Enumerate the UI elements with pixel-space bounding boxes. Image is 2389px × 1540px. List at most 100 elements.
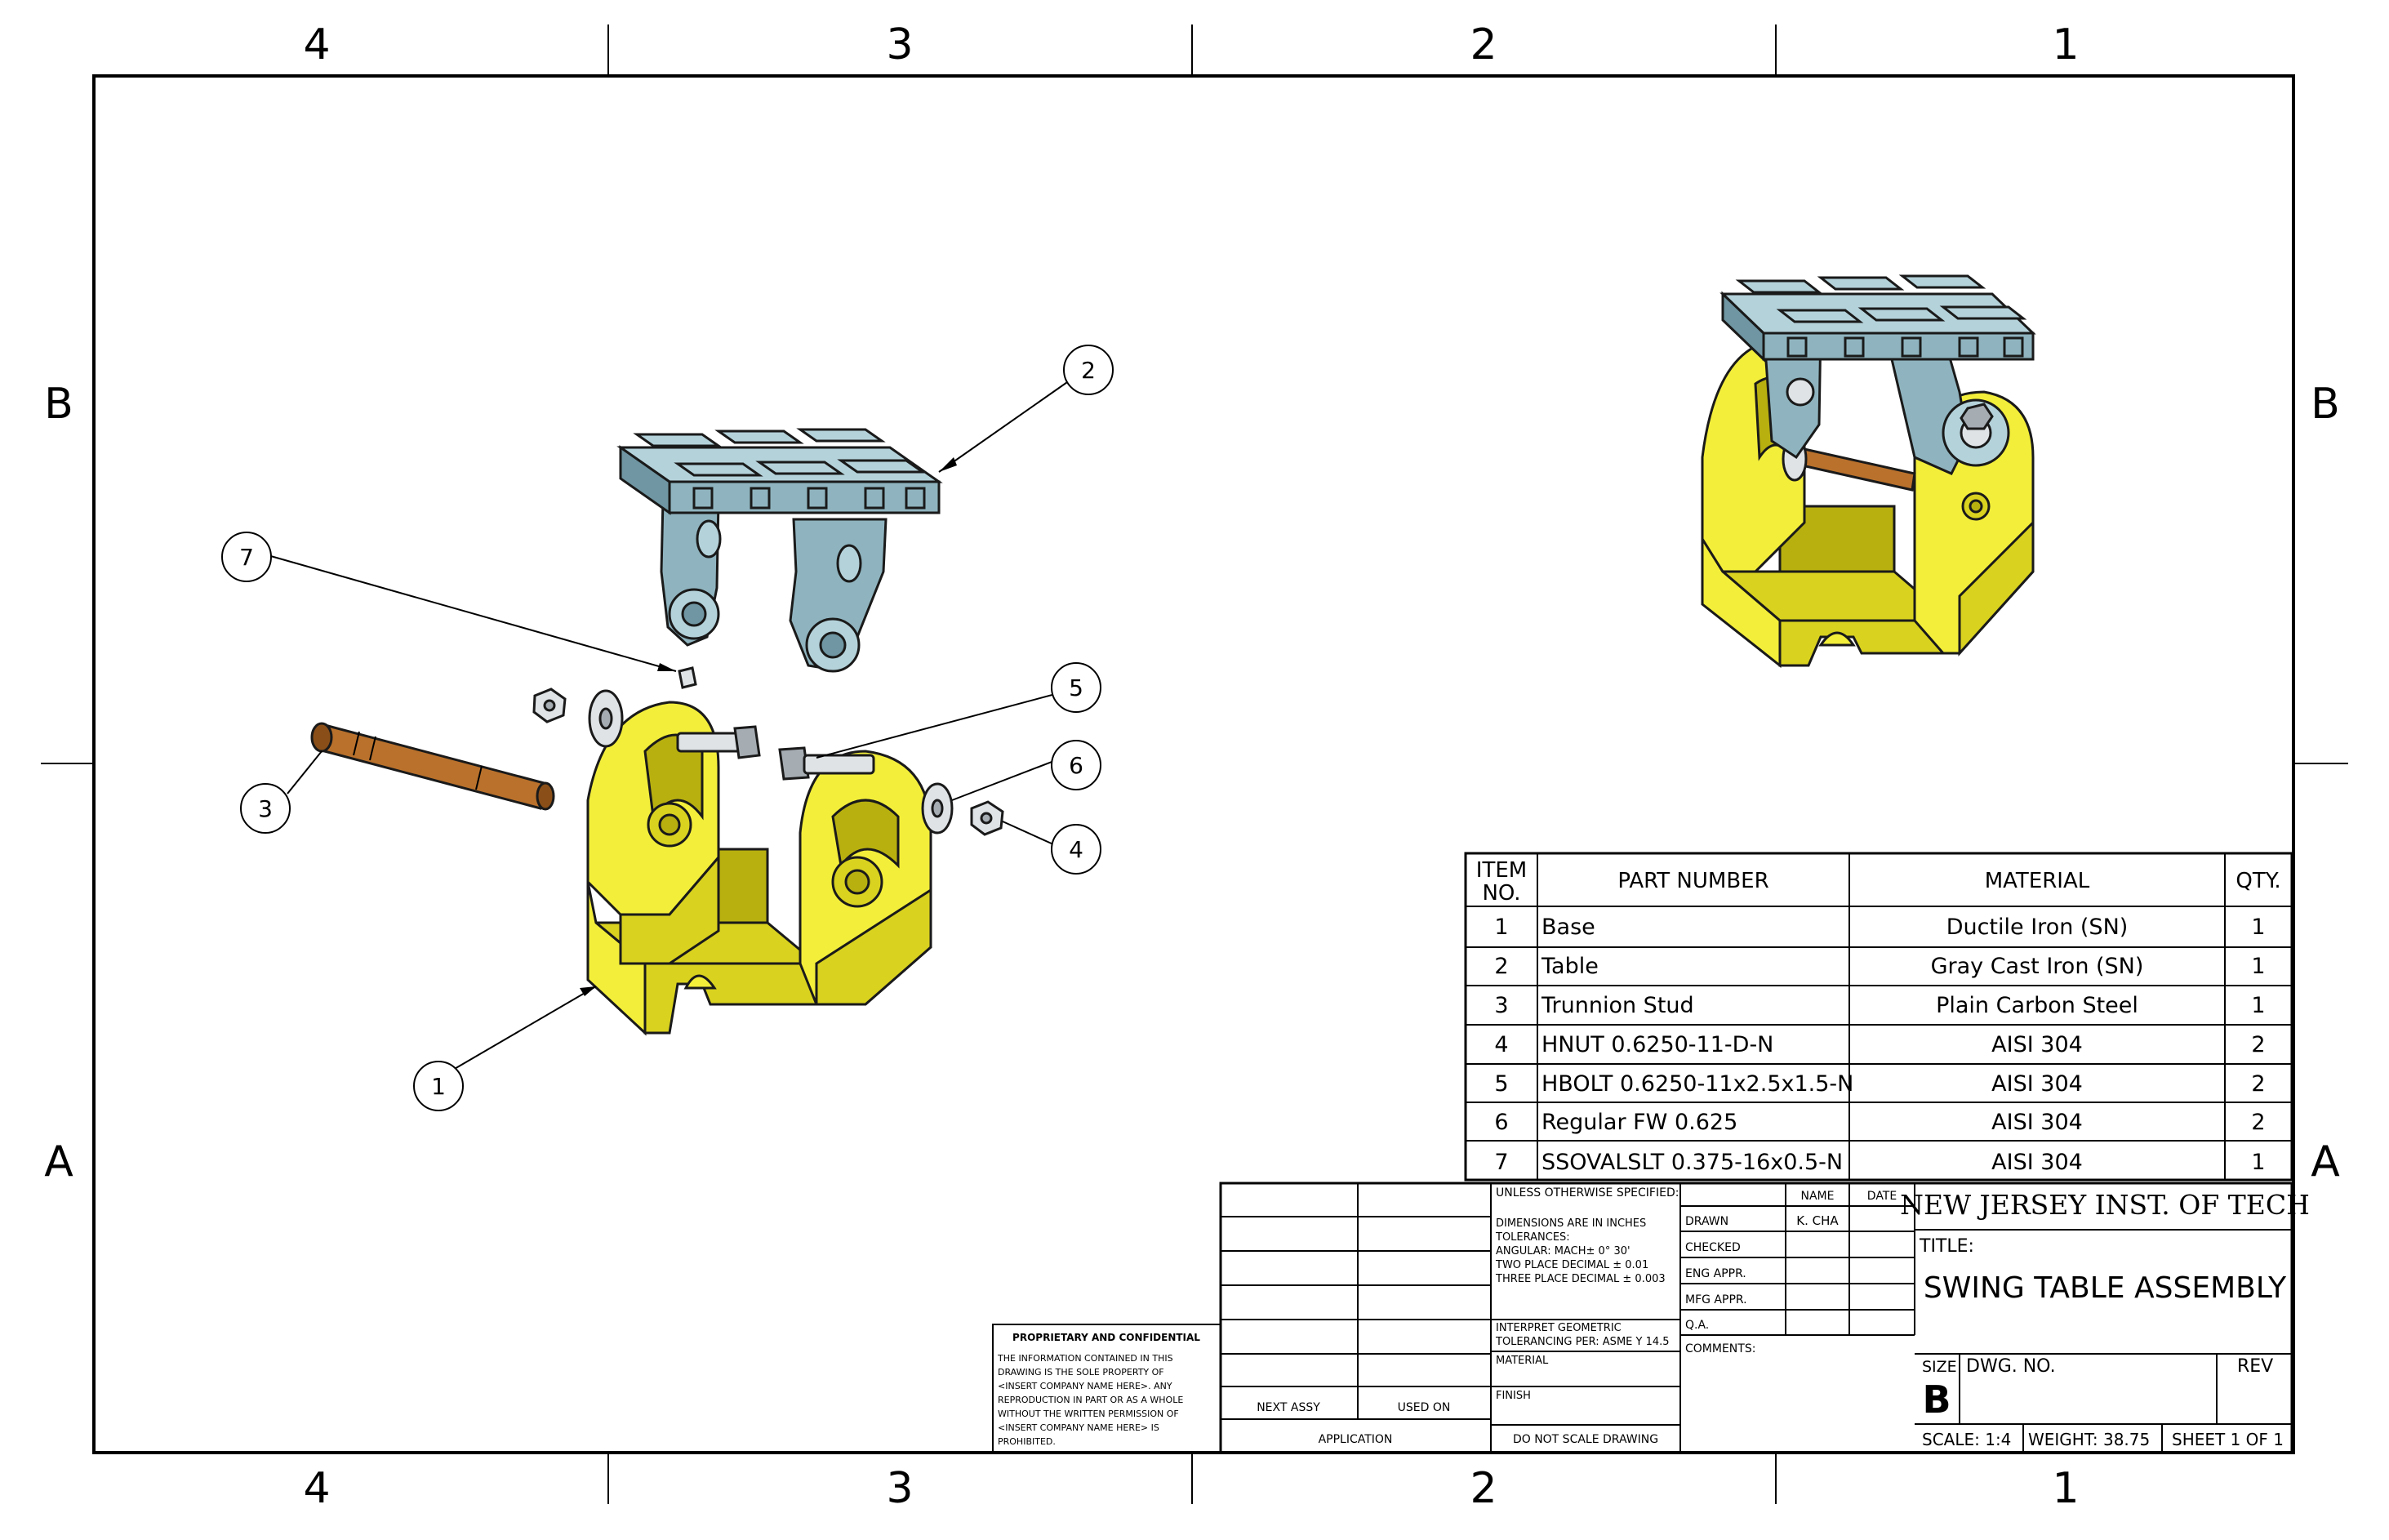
zone-col-top-1: 1 xyxy=(2052,20,2079,69)
svg-text:DIMENSIONS ARE IN INCHES: DIMENSIONS ARE IN INCHES xyxy=(1496,1217,1646,1230)
zone-row-left-b: B xyxy=(44,380,73,429)
bom-row: 3 Trunnion Stud Plain Carbon Steel 1 xyxy=(1494,993,2265,1018)
svg-text:HNUT 0.6250-11-D-N: HNUT 0.6250-11-D-N xyxy=(1542,1032,1773,1057)
part-base xyxy=(586,701,932,1036)
svg-text:6: 6 xyxy=(1494,1110,1508,1135)
svg-text:Ductile Iron (SN): Ductile Iron (SN) xyxy=(1946,915,2129,940)
svg-text:ANGULAR: MACH± 0° 30': ANGULAR: MACH± 0° 30' xyxy=(1496,1245,1630,1257)
bom-row: 2 Table Gray Cast Iron (SN) 1 xyxy=(1494,954,2265,979)
part-hex-nut-left xyxy=(532,688,567,723)
svg-text:5: 5 xyxy=(1494,1071,1508,1097)
eng-appr-label: ENG APPR. xyxy=(1685,1267,1746,1280)
svg-text:INTERPRET GEOMETRIC: INTERPRET GEOMETRIC xyxy=(1496,1322,1622,1334)
bom-row: 7 SSOVALSLT 0.375-16x0.5-N AISI 304 1 xyxy=(1494,1150,2265,1175)
bom-header-item-1: ITEM xyxy=(1476,858,1527,883)
next-assy-label: NEXT ASSY xyxy=(1257,1401,1320,1414)
balloon-7 xyxy=(221,532,272,582)
balloons: 1 2 3 4 5 6 7 xyxy=(221,345,1114,1111)
proprietary-line: REPRODUCTION IN PART OR AS A WHOLE xyxy=(998,1395,1183,1405)
svg-text:1: 1 xyxy=(1494,915,1508,940)
drawn-name: K. CHA xyxy=(1796,1213,1839,1228)
svg-text:1: 1 xyxy=(2251,993,2265,1018)
part-bolt-left xyxy=(676,725,761,759)
zone-col-top-2: 2 xyxy=(1470,20,1497,69)
proprietary-title: PROPRIETARY AND CONFIDENTIAL xyxy=(1012,1332,1200,1343)
drawing-title: SWING TABLE ASSEMBLY xyxy=(1924,1271,2287,1305)
zone-col-top-3: 3 xyxy=(886,20,913,69)
zone-row-right-a: A xyxy=(2311,1137,2340,1186)
finish-label: FINISH xyxy=(1496,1390,1531,1402)
part-washer-right xyxy=(921,782,954,835)
part-bolt-right xyxy=(778,746,875,781)
svg-text:TWO PLACE DECIMAL ± 0.01: TWO PLACE DECIMAL ± 0.01 xyxy=(1495,1259,1648,1271)
balloon-5 xyxy=(1051,662,1101,713)
svg-text:2: 2 xyxy=(2251,1032,2265,1057)
proprietary-line: PROHIBITED. xyxy=(998,1436,1056,1447)
balloon-5-label: 5 xyxy=(1069,674,1083,701)
application-label: APPLICATION xyxy=(1319,1433,1393,1446)
svg-text:TOLERANCES:: TOLERANCES: xyxy=(1495,1231,1570,1244)
bom-header-qty: QTY. xyxy=(2236,869,2280,893)
svg-text:3: 3 xyxy=(1494,993,1508,1018)
svg-text:Gray Cast Iron (SN): Gray Cast Iron (SN) xyxy=(1931,954,2144,979)
balloon-3-label: 3 xyxy=(258,795,273,822)
company-name: NEW JERSEY INST. OF TECH xyxy=(1900,1189,2310,1221)
svg-text:7: 7 xyxy=(1494,1150,1508,1175)
balloon-3 xyxy=(240,783,291,834)
svg-text:Base: Base xyxy=(1542,915,1595,940)
zone-row-right-b: B xyxy=(2311,380,2340,429)
material-label: MATERIAL xyxy=(1496,1355,1549,1367)
svg-text:1: 1 xyxy=(2251,1150,2265,1175)
drawn-label: DRAWN xyxy=(1685,1215,1728,1228)
bom-row: 5 HBOLT 0.6250-11x2.5x1.5-N AISI 304 2 xyxy=(1494,1071,2265,1097)
size-value: B xyxy=(1922,1378,1951,1422)
svg-text:AISI 304: AISI 304 xyxy=(1991,1032,2083,1057)
comments-label: COMMENTS: xyxy=(1685,1342,1755,1355)
balloon-2 xyxy=(1063,345,1114,395)
balloon-4-label: 4 xyxy=(1069,836,1083,863)
bom-table: ITEM NO. PART NUMBER MATERIAL QTY. 1 Bas… xyxy=(1464,852,2293,1182)
bom-header-part: PART NUMBER xyxy=(1617,869,1768,893)
zone-col-bottom-3: 3 xyxy=(886,1464,913,1513)
size-label: SIZE xyxy=(1922,1358,1957,1376)
balloon-1-label: 1 xyxy=(431,1073,446,1100)
part-washer-left xyxy=(588,689,624,748)
svg-text:HBOLT 0.6250-11x2.5x1.5-N: HBOLT 0.6250-11x2.5x1.5-N xyxy=(1542,1071,1853,1097)
rev-label: REV xyxy=(2237,1356,2273,1377)
title-label: TITLE: xyxy=(1919,1236,1974,1257)
svg-text:2: 2 xyxy=(2251,1071,2265,1097)
used-on-label: USED ON xyxy=(1398,1401,1451,1414)
svg-text:Trunnion Stud: Trunnion Stud xyxy=(1541,993,1694,1018)
zone-labels: 4 3 2 1 4 3 2 1 B A B A xyxy=(44,20,2340,1513)
balloon-2-label: 2 xyxy=(1081,357,1096,384)
dwg-no-label: DWG. NO. xyxy=(1966,1356,2056,1377)
svg-text:Table: Table xyxy=(1541,954,1599,979)
svg-text:2: 2 xyxy=(1494,954,1508,979)
svg-text:AISI 304: AISI 304 xyxy=(1991,1110,2083,1135)
part-hex-nut-right xyxy=(970,800,1004,836)
svg-text:THREE PLACE DECIMAL ± 0.003: THREE PLACE DECIMAL ± 0.003 xyxy=(1495,1273,1666,1285)
svg-text:1: 1 xyxy=(2251,915,2265,940)
svg-text:1: 1 xyxy=(2251,954,2265,979)
svg-text:SSOVALSLT 0.375-16x0.5-N: SSOVALSLT 0.375-16x0.5-N xyxy=(1542,1150,1843,1175)
balloon-4 xyxy=(1051,824,1101,875)
name-header: NAME xyxy=(1801,1190,1835,1203)
proprietary-line: <INSERT COMPANY NAME HERE> IS xyxy=(998,1422,1159,1433)
part-table xyxy=(616,428,943,673)
qa-label: Q.A. xyxy=(1685,1319,1709,1332)
checked-label: CHECKED xyxy=(1685,1241,1741,1254)
bom-row: 6 Regular FW 0.625 AISI 304 2 xyxy=(1494,1110,2265,1135)
zone-col-top-4: 4 xyxy=(303,20,330,69)
proprietary-line: WITHOUT THE WRITTEN PERMISSION OF xyxy=(998,1409,1179,1419)
balloon-7-label: 7 xyxy=(239,544,254,571)
balloon-6 xyxy=(1051,740,1101,790)
svg-text:AISI 304: AISI 304 xyxy=(1991,1071,2083,1097)
part-set-screw xyxy=(678,666,697,689)
bom-row: 1 Base Ductile Iron (SN) 1 xyxy=(1494,915,2265,940)
zone-col-bottom-2: 2 xyxy=(1470,1464,1497,1513)
svg-text:2: 2 xyxy=(2251,1110,2265,1135)
zone-col-bottom-4: 4 xyxy=(303,1464,330,1513)
proprietary-line: DRAWING IS THE SOLE PROPERTY OF xyxy=(998,1367,1164,1378)
sheet-value: SHEET 1 OF 1 xyxy=(2172,1430,2284,1449)
